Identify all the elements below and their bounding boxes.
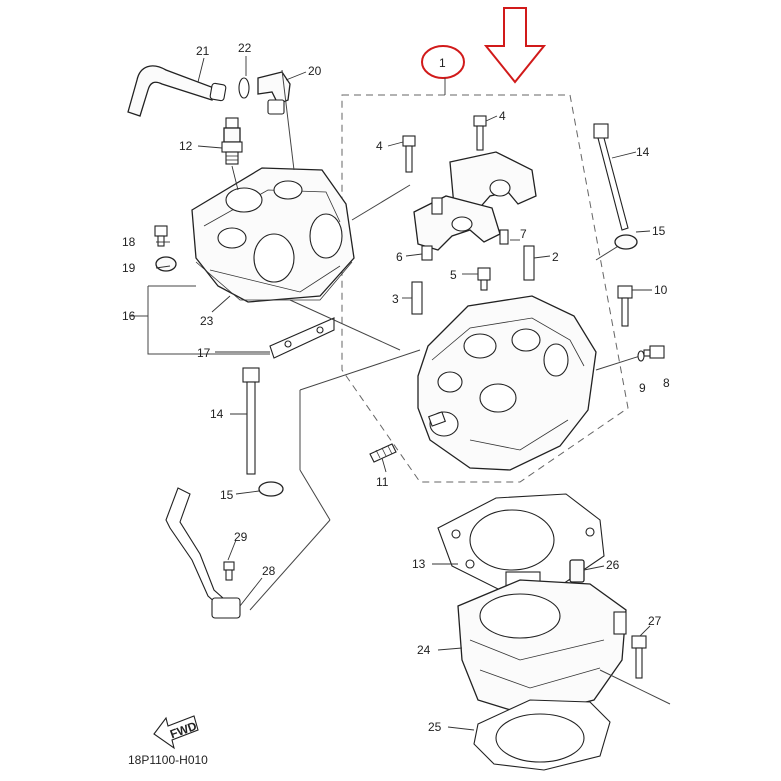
part-label-29: 29 — [234, 530, 248, 544]
cover-bolt-and-grommet — [154, 225, 177, 272]
part-label-16: 16 — [122, 309, 136, 323]
part-label-9: 9 — [639, 381, 646, 395]
cylinder-bolt — [599, 635, 671, 705]
cylinder-head-cover — [191, 165, 355, 303]
part-label-3: 3 — [392, 292, 399, 306]
part-label-17: 17 — [197, 346, 211, 360]
part-label-22: 22 — [238, 41, 252, 55]
leader-lines — [155, 56, 652, 731]
part-label-15-left: 15 — [220, 488, 234, 502]
right-side-hardware — [593, 123, 665, 362]
part-label-27: 27 — [648, 614, 662, 628]
fwd-label: FWD — [168, 719, 199, 742]
part-label-7: 7 — [520, 227, 527, 241]
part-label-28: 28 — [262, 564, 276, 578]
cylinder-head-gasket — [437, 493, 605, 591]
part-label-4-left: 4 — [376, 139, 383, 153]
part-label-19: 19 — [122, 261, 136, 275]
part-label-10: 10 — [654, 283, 668, 297]
breather-hose — [127, 65, 291, 117]
part-label-21: 21 — [196, 44, 210, 58]
diagram-code: 18P1100-H010 — [128, 753, 208, 767]
exhaust-stud — [369, 443, 397, 463]
cylinder-base-gasket — [473, 699, 611, 771]
fwd-arrow: FWD — [153, 715, 199, 750]
highlight-circle-part-1 — [421, 45, 465, 79]
part-labels: 1 2 3 4 4 5 6 7 8 9 10 11 12 13 14 14 15… — [122, 41, 670, 734]
cylinder-head — [417, 295, 597, 471]
left-head-bolt — [242, 367, 284, 497]
spark-plug — [221, 117, 243, 165]
part-label-5: 5 — [450, 268, 457, 282]
part-label-2: 2 — [552, 250, 559, 264]
down-arrow-icon — [483, 7, 547, 84]
part-label-13: 13 — [412, 557, 426, 571]
part-label-8: 8 — [663, 376, 670, 390]
fwd-arrow-icon — [153, 715, 199, 750]
highlight-annotations — [421, 7, 547, 84]
part-label-11: 11 — [376, 475, 389, 489]
cylinder-head-assembly-outline — [341, 78, 629, 483]
part-label-4-top: 4 — [499, 109, 506, 123]
part-label-24: 24 — [417, 643, 431, 657]
oil-pipe — [165, 487, 263, 619]
part-label-6: 6 — [396, 250, 403, 264]
assembly-guide-lines — [249, 69, 641, 611]
bracket-16 — [130, 285, 270, 355]
part-label-15-right: 15 — [652, 224, 666, 238]
part-label-26: 26 — [606, 558, 620, 572]
part-label-12: 12 — [179, 139, 193, 153]
head-bolts — [402, 115, 535, 315]
part-label-18: 18 — [122, 235, 136, 249]
camshaft-caps — [413, 151, 537, 251]
part-label-14-left: 14 — [210, 407, 224, 421]
dowel-pin — [569, 559, 585, 583]
part-label-20: 20 — [308, 64, 322, 78]
cylinder-block — [457, 579, 627, 717]
part-label-14-right: 14 — [636, 145, 650, 159]
part-label-1: 1 — [439, 56, 446, 70]
part-label-23: 23 — [200, 314, 214, 328]
part-label-25: 25 — [428, 720, 442, 734]
cover-gasket — [195, 261, 353, 359]
